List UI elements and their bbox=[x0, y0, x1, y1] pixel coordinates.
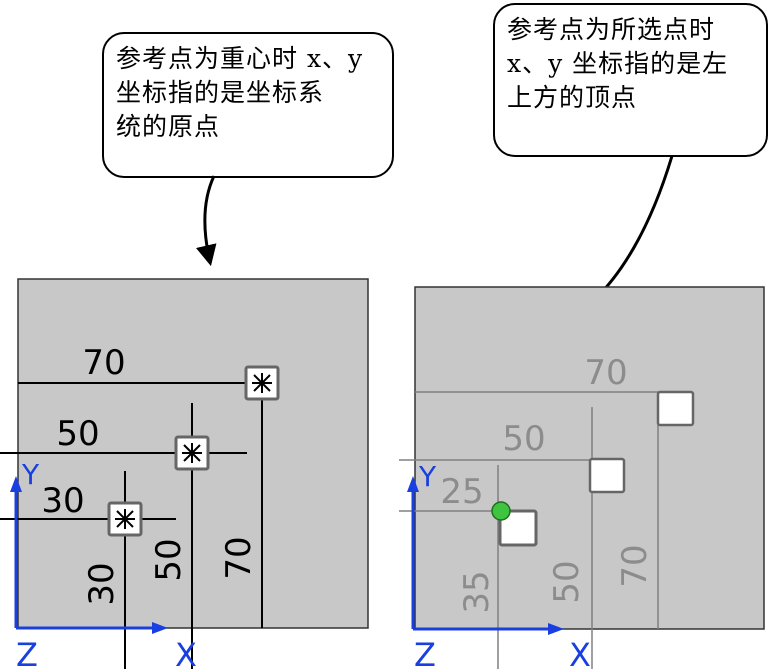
left-label-h30: 30 bbox=[41, 481, 84, 521]
right-label-v70: 70 bbox=[615, 544, 655, 587]
right-callout: 参考点为所选点时 x、y 坐标指的是左 上方的顶点 bbox=[493, 3, 768, 157]
right-label-v50: 50 bbox=[547, 560, 587, 603]
right-axis-z-label: Z bbox=[414, 636, 436, 669]
left-callout: 参考点为重心时 x、y 坐标指的是坐标系 统的原点 bbox=[102, 32, 394, 178]
left-callout-pointer bbox=[195, 175, 217, 267]
left-axis-x-label: X bbox=[175, 636, 197, 669]
left-marker-70 bbox=[244, 365, 280, 401]
left-panel: 70 50 30 30 50 70 Y X Z bbox=[0, 278, 369, 669]
right-label-h25: 25 bbox=[440, 472, 483, 512]
left-label-v70: 70 bbox=[219, 536, 259, 579]
right-panel-canvas bbox=[414, 286, 765, 630]
right-axis-y-label: Y bbox=[418, 460, 437, 493]
left-label-h50: 50 bbox=[56, 414, 99, 454]
left-callout-line-2: 坐标指的是坐标系 bbox=[116, 78, 325, 107]
right-axis-triad: Y X Z bbox=[407, 460, 591, 669]
left-label-v30: 30 bbox=[82, 562, 122, 605]
right-label-v35: 35 bbox=[457, 570, 497, 613]
left-callout-line-3: 统的原点 bbox=[116, 112, 221, 141]
right-square-70 bbox=[656, 390, 695, 427]
right-callout-line-2: x、y 坐标指的是左 bbox=[507, 49, 729, 78]
left-marker-30 bbox=[107, 501, 143, 537]
right-label-h70: 70 bbox=[584, 353, 627, 393]
selected-point-marker bbox=[491, 501, 511, 521]
right-label-h50: 50 bbox=[502, 419, 545, 459]
right-square-50 bbox=[588, 457, 626, 494]
left-marker-50 bbox=[174, 435, 210, 471]
right-square-25 bbox=[498, 509, 538, 547]
right-axis-x-label: X bbox=[569, 636, 591, 669]
left-label-v50: 50 bbox=[149, 538, 189, 581]
right-callout-line-1: 参考点为所选点时 bbox=[507, 15, 716, 44]
left-label-h70: 70 bbox=[82, 343, 125, 383]
left-axis-triad: Y X Z bbox=[10, 458, 197, 669]
left-axis-z-label: Z bbox=[16, 636, 38, 669]
left-axis-y-label: Y bbox=[21, 458, 40, 491]
right-panel: 70 50 25 35 50 70 Y X Z bbox=[399, 286, 765, 669]
left-callout-line-1: 参考点为重心时 x、y bbox=[116, 44, 364, 73]
right-callout-line-3: 上方的顶点 bbox=[507, 83, 638, 112]
